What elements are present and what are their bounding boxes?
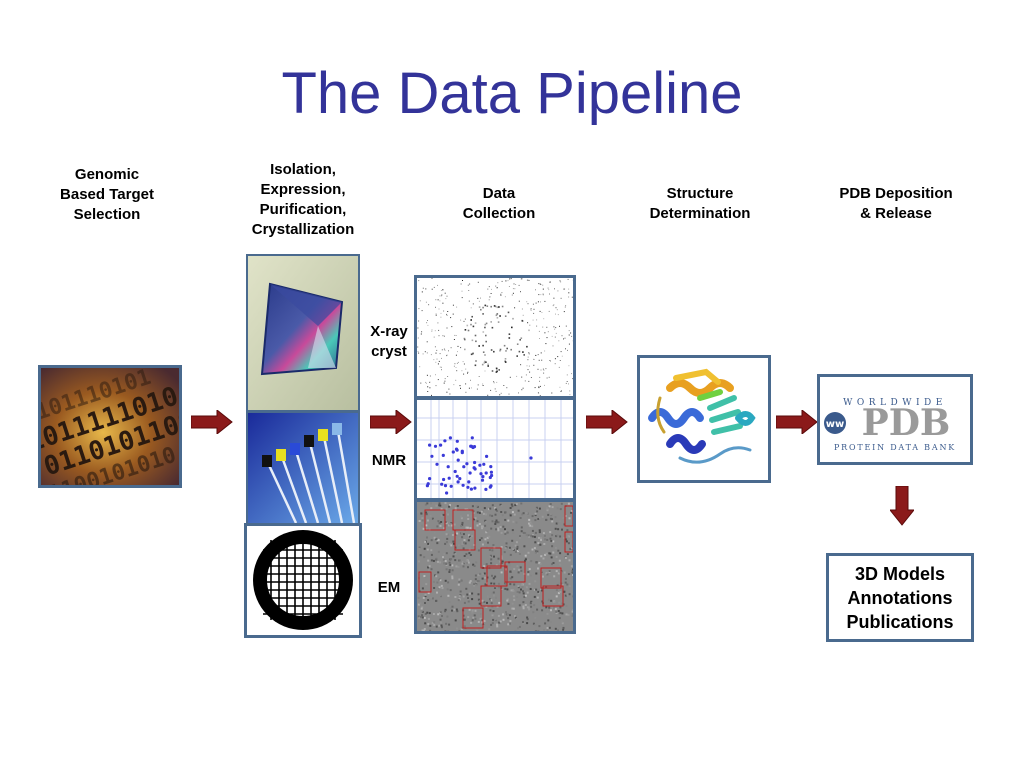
pdb-logo-main-text: PDB bbox=[862, 402, 951, 444]
stage-label-isolation: Isolation, Expression, Purification, Cry… bbox=[251, 161, 355, 238]
method-label-em: EM bbox=[377, 579, 401, 596]
pdb-logo-ww-text: ww bbox=[826, 419, 844, 430]
em-micrograph-image bbox=[414, 499, 576, 634]
stage-label-structure-determination: Structure Determination bbox=[649, 185, 751, 222]
nmr-tubes-image bbox=[246, 411, 360, 525]
nmr-spectrum-image bbox=[414, 397, 576, 501]
em-grid-image bbox=[244, 523, 362, 638]
crystal-image bbox=[246, 254, 360, 412]
stage-label-pdb-deposition: PDB Deposition & Release bbox=[839, 185, 953, 222]
diffraction-pattern-image bbox=[414, 275, 576, 399]
pdb-logo-top-text: WORLDWIDE bbox=[843, 398, 947, 408]
pdb-logo: WORLDWIDE ww PDB PROTEIN DATA BANK bbox=[817, 374, 973, 465]
method-label-nmr: NMR bbox=[371, 452, 407, 469]
right-arrow-icon bbox=[370, 410, 412, 434]
binary-data-image: 0101110101 1011111010 0110101100 1100101… bbox=[38, 365, 182, 488]
right-arrow-icon bbox=[586, 410, 628, 434]
page-title: The Data Pipeline bbox=[281, 61, 743, 126]
pdb-logo-bottom-text: PROTEIN DATA BANK bbox=[834, 443, 956, 452]
method-label-xray: X-ray cryst bbox=[370, 323, 408, 360]
right-arrow-icon bbox=[191, 410, 233, 434]
down-arrow-icon bbox=[890, 486, 914, 526]
outputs-box: 3D Models Annotations Publications bbox=[826, 553, 974, 642]
stage-label-target-selection: Genomic Based Target Selection bbox=[60, 166, 154, 223]
output-item: Annotations bbox=[847, 587, 953, 608]
right-arrow-icon bbox=[776, 410, 818, 434]
output-item: Publications bbox=[846, 611, 954, 632]
stage-label-data-collection: Data Collection bbox=[462, 185, 536, 222]
output-item: 3D Models bbox=[854, 563, 946, 584]
protein-ribbon-image bbox=[637, 355, 771, 483]
